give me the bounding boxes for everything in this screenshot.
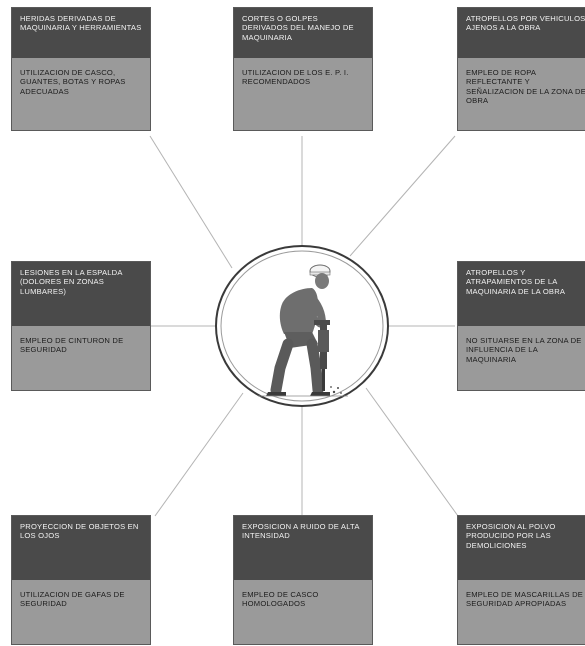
connector-top-right	[349, 135, 456, 257]
worker-with-jackhammer-icon	[258, 264, 348, 397]
measure-label: UTILIZACION DE CASCO, GUANTES, BOTAS Y R…	[12, 58, 150, 130]
card-exposicion-ruido: EXPOSICION A RUIDO DE ALTA INTENSIDAD EM…	[234, 516, 372, 644]
risk-label: ATROPELLOS Y ATRAPAMIENTOS DE LA MAQUINA…	[458, 262, 585, 326]
connector-top-left	[149, 135, 233, 269]
measure-label: UTILIZACION DE GAFAS DE SEGURIDAD	[12, 580, 150, 644]
card-cortes-golpes: CORTES O GOLPES DERIVADOS DEL MANEJO DE …	[234, 8, 372, 130]
risk-label: ATROPELLOS POR VEHICULOS AJENOS A LA OBR…	[458, 8, 585, 58]
card-atropellos-maquinaria: ATROPELLOS Y ATRAPAMIENTOS DE LA MAQUINA…	[458, 262, 585, 390]
card-proyeccion-objetos: PROYECCION DE OBJETOS EN LOS OJOS UTILIZ…	[12, 516, 150, 644]
measure-label: NO SITUARSE EN LA ZONA DE INFLUENCIA DE …	[458, 326, 585, 390]
risk-label: EXPOSICION AL POLVO PRODUCIDO POR LAS DE…	[458, 516, 585, 580]
card-exposicion-polvo: EXPOSICION AL POLVO PRODUCIDO POR LAS DE…	[458, 516, 585, 644]
risk-label: CORTES O GOLPES DERIVADOS DEL MANEJO DE …	[234, 8, 372, 58]
card-lesiones-espalda: LESIONES EN LA ESPALDA (DOLORES EN ZONAS…	[12, 262, 150, 390]
risk-label: LESIONES EN LA ESPALDA (DOLORES EN ZONAS…	[12, 262, 150, 326]
connector-bottom-left	[154, 392, 244, 517]
connector-bottom-right	[365, 387, 459, 517]
card-atropellos-vehiculos: ATROPELLOS POR VEHICULOS AJENOS A LA OBR…	[458, 8, 585, 130]
card-heridas-maquinaria: HERIDAS DERIVADAS DE MAQUINARIA Y HERRAM…	[12, 8, 150, 130]
measure-label: EMPLEO DE CINTURON DE SEGURIDAD	[12, 326, 150, 390]
risk-label: EXPOSICION A RUIDO DE ALTA INTENSIDAD	[234, 516, 372, 580]
risk-label: HERIDAS DERIVADAS DE MAQUINARIA Y HERRAM…	[12, 8, 150, 58]
measure-label: EMPLEO DE ROPA REFLECTANTE Y SEÑALIZACIO…	[458, 58, 585, 130]
central-worker-circle	[215, 245, 389, 407]
risk-label: PROYECCION DE OBJETOS EN LOS OJOS	[12, 516, 150, 580]
measure-label: UTILIZACION DE LOS E. P. I. RECOMENDADOS	[234, 58, 372, 130]
measure-label: EMPLEO DE MASCARILLAS DE SEGURIDAD APROP…	[458, 580, 585, 644]
measure-label: EMPLEO DE CASCO HOMOLOGADOS	[234, 580, 372, 644]
